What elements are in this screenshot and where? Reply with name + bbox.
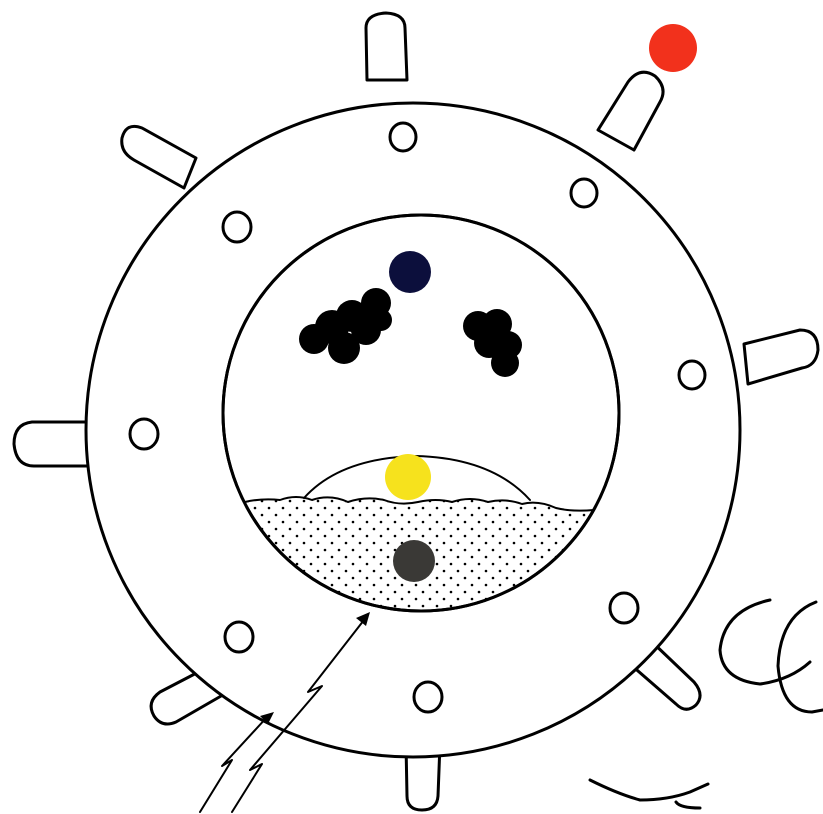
gray-dot xyxy=(393,540,435,582)
red-dot xyxy=(649,24,697,72)
lightning-arrow-left xyxy=(200,712,274,812)
spike-left xyxy=(14,422,92,466)
spike-top xyxy=(366,13,407,80)
yellow-dot xyxy=(385,454,431,500)
spike-top-right xyxy=(598,72,663,150)
blue-dot xyxy=(389,251,431,293)
spike-right xyxy=(744,330,818,384)
spike-top-left xyxy=(122,126,196,188)
